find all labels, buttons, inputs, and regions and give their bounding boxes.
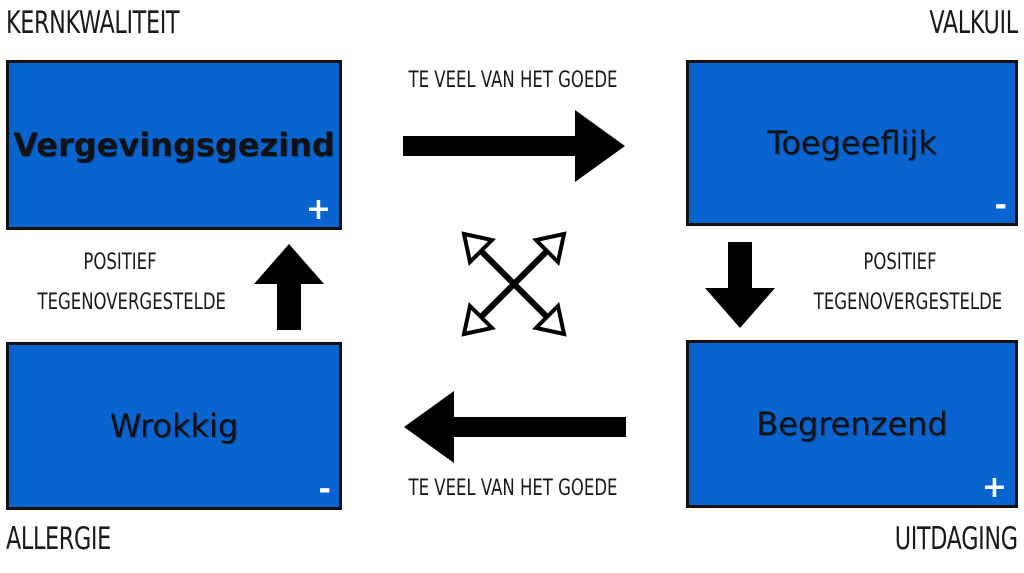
minus-sign: -	[318, 472, 331, 507]
arrow-up-icon	[254, 244, 324, 330]
label-kernkwaliteit: KERNKWALITEIT	[6, 5, 180, 41]
box-kernkwaliteit: Vergevingsgezind +	[6, 60, 342, 230]
plus-sign: +	[981, 470, 1007, 505]
box-allergie: Wrokkig -	[6, 342, 342, 510]
minus-sign: -	[994, 188, 1007, 223]
arrow-left-icon	[404, 391, 626, 463]
label-positief-left: POSITIEF TEGENOVERGESTELDE	[10, 252, 230, 314]
label-positief-right-line1: POSITIEF	[863, 250, 937, 275]
label-positief-left-line2: TEGENOVERGESTELDE	[37, 290, 226, 315]
label-positief-right: POSITIEF TEGENOVERGESTELDE	[785, 252, 1015, 314]
label-valkuil: VALKUIL	[929, 5, 1019, 41]
label-positief-right-line2: TEGENOVERGESTELDE	[813, 290, 1003, 315]
arrow-down-icon	[705, 242, 775, 328]
label-uitdaging: UITDAGING	[895, 521, 1018, 557]
box-valkuil: Toegeeflijk -	[686, 60, 1018, 226]
label-te-veel-bottom: TE VEEL VAN HET GOEDE	[408, 476, 618, 501]
box-uitdaging: Begrenzend +	[686, 340, 1018, 508]
plus-sign: +	[305, 192, 331, 227]
label-positief-left-line1: POSITIEF	[83, 250, 157, 275]
label-allergie: ALLERGIE	[6, 521, 111, 557]
box-uitdaging-label: Begrenzend	[756, 405, 948, 443]
box-valkuil-label: Toegeeflijk	[767, 124, 937, 162]
box-kernkwaliteit-label: Vergevingsgezind	[13, 126, 335, 164]
arrow-right-icon	[403, 110, 625, 182]
box-allergie-label: Wrokkig	[109, 407, 239, 445]
cross-arrows-icon	[461, 231, 567, 337]
label-te-veel-top: TE VEEL VAN HET GOEDE	[408, 68, 618, 93]
